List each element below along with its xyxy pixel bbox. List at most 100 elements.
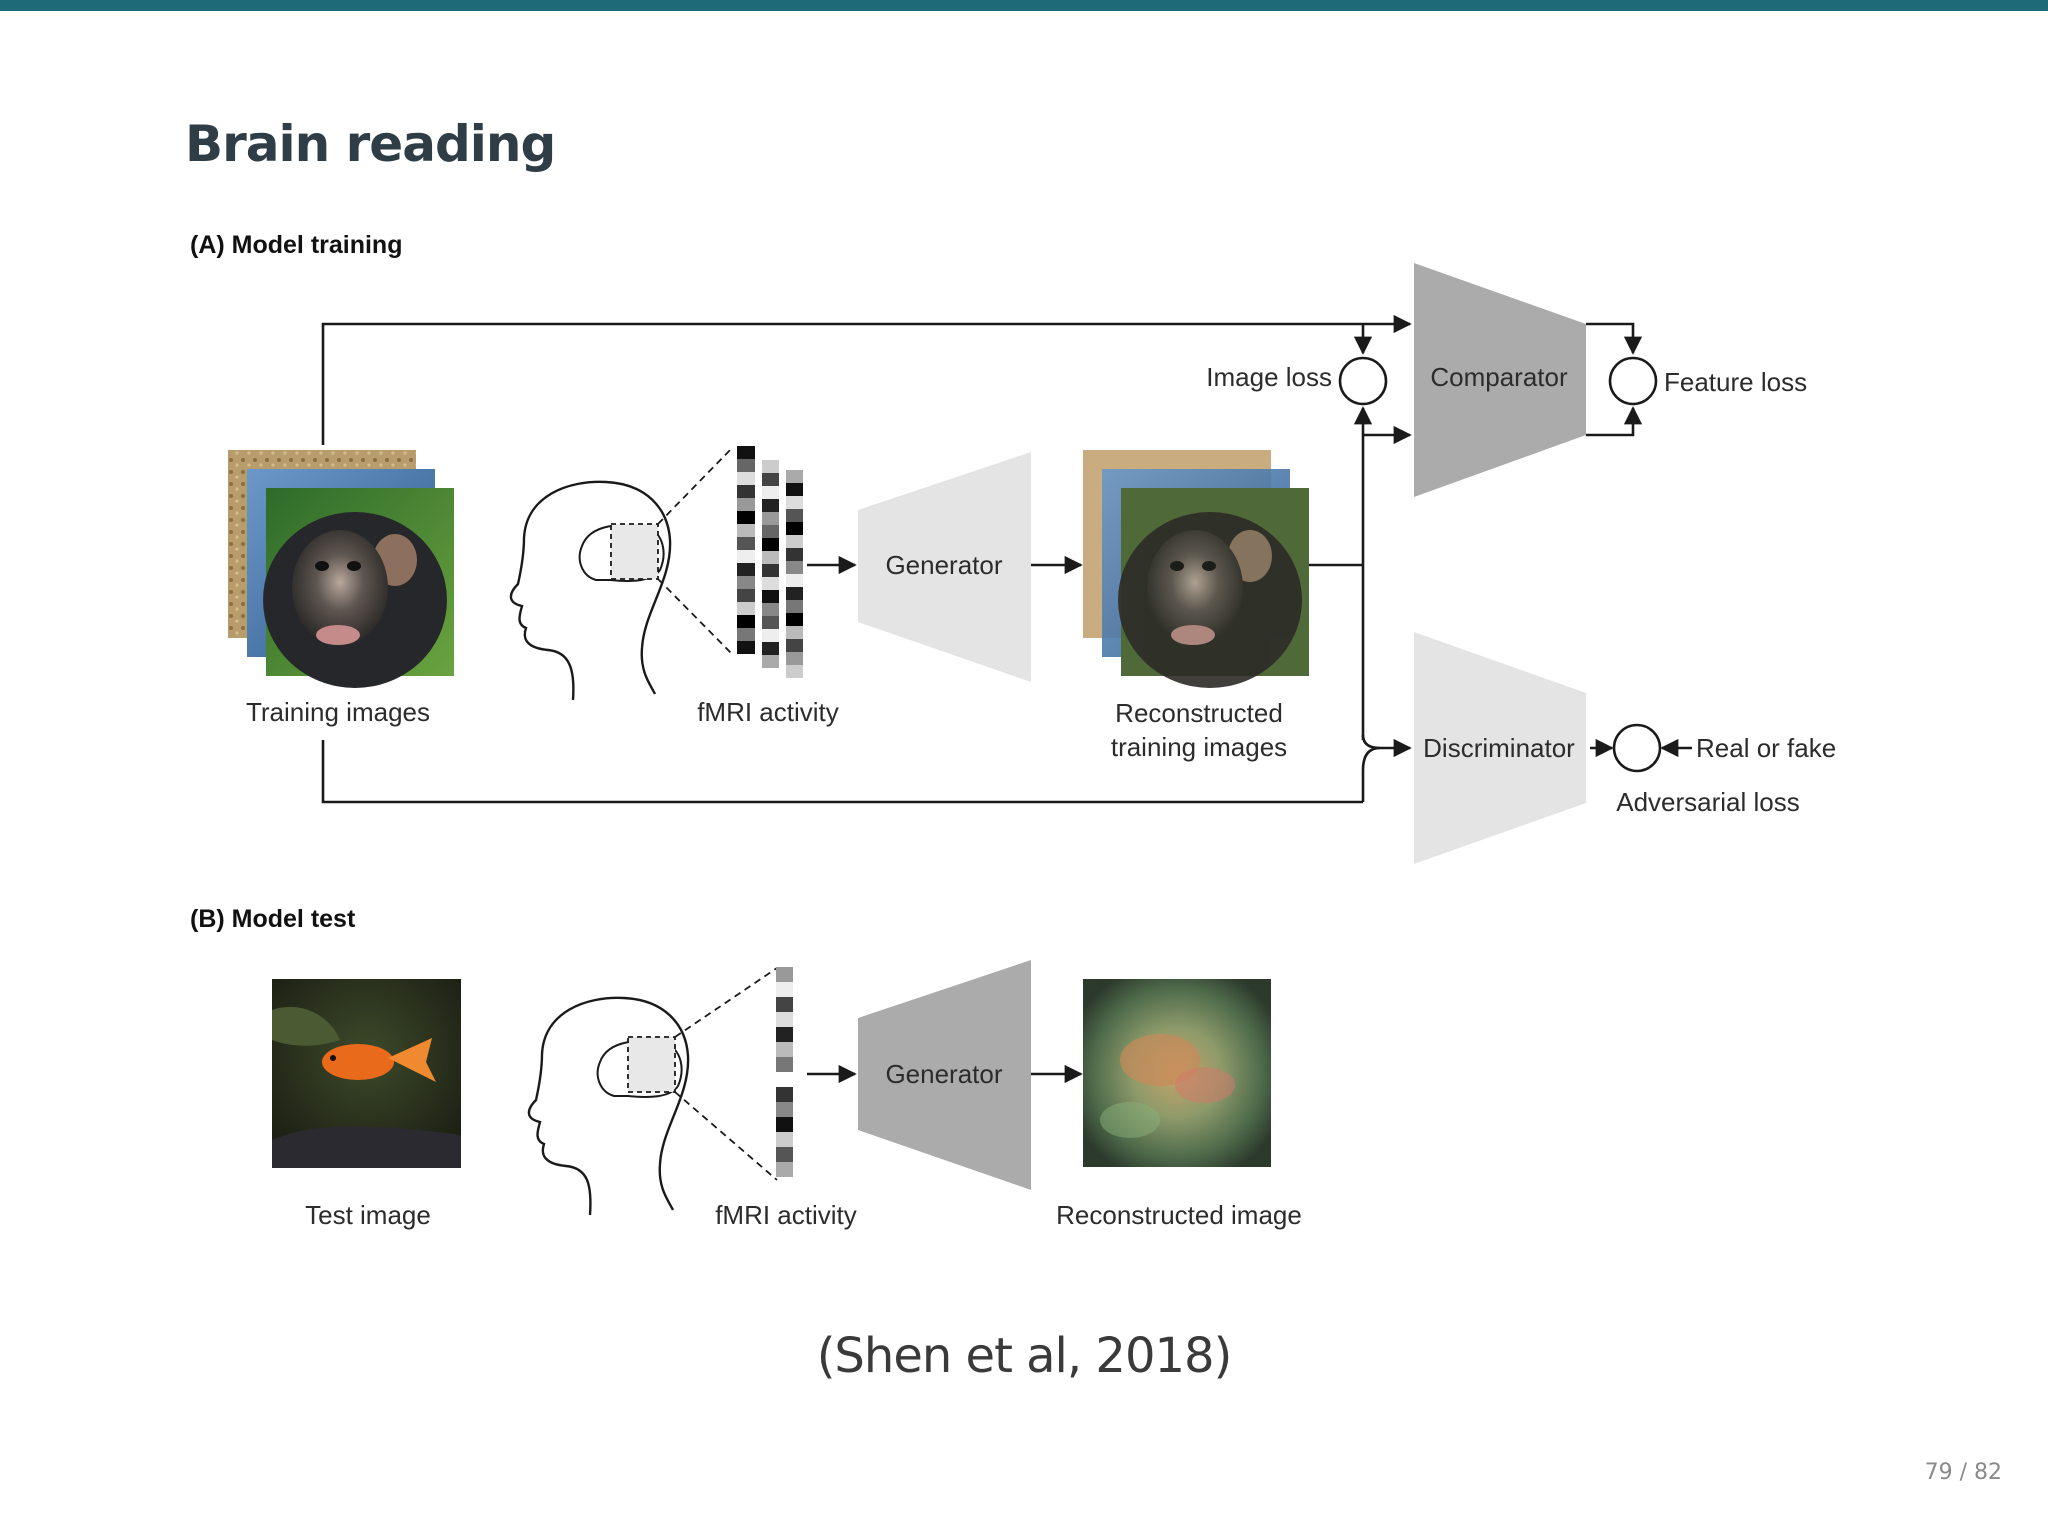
- fmri-voxel: [737, 446, 755, 459]
- reconstructed-image-label: Reconstructed image: [1056, 1200, 1302, 1230]
- fmri-voxel: [762, 564, 779, 577]
- fmri-voxel: [762, 538, 779, 551]
- generator-a: [858, 452, 1031, 682]
- loss-connectors: [321, 314, 1692, 804]
- reconstructed-training-images: [1083, 450, 1309, 688]
- fmri-activity-label-a: fMRI activity: [697, 697, 839, 727]
- fmri-voxel: [762, 655, 779, 668]
- fmri-voxel: [737, 589, 755, 602]
- reconstructed-image: [1083, 979, 1271, 1167]
- model-diagram: (A) Model training Training images fMRI …: [190, 231, 1836, 1230]
- fmri-voxel: [776, 1072, 793, 1087]
- fmri-voxel: [737, 472, 755, 485]
- generator-a-label: Generator: [885, 550, 1002, 580]
- slide-title: Brain reading: [185, 115, 556, 173]
- fmri-voxel: [737, 628, 755, 641]
- fmri-voxel: [776, 997, 793, 1012]
- fmri-voxel: [786, 561, 803, 574]
- comparator-label: Comparator: [1430, 362, 1568, 392]
- training-images: [228, 450, 454, 688]
- chimpanzee-photo: [263, 512, 447, 688]
- fmri-voxel: [786, 626, 803, 639]
- generator-b-label: Generator: [885, 1059, 1002, 1089]
- fmri-voxel: [762, 577, 779, 590]
- fmri-voxel: [776, 1012, 793, 1027]
- discriminator: [1414, 632, 1586, 864]
- section-b-heading: (B) Model test: [190, 905, 356, 933]
- fmri-voxel: [737, 511, 755, 524]
- fmri-activity-label-b: fMRI activity: [715, 1200, 857, 1230]
- fmri-voxel: [762, 629, 779, 642]
- feature-loss-label: Feature loss: [1664, 367, 1807, 397]
- fmri-voxel: [762, 525, 779, 538]
- fmri-voxel: [737, 524, 755, 537]
- comparator: [1414, 263, 1586, 497]
- fmri-voxel: [762, 512, 779, 525]
- fmri-voxel: [786, 574, 803, 587]
- fmri-voxel: [786, 600, 803, 613]
- fmri-voxel: [786, 613, 803, 626]
- fmri-voxel: [786, 496, 803, 509]
- adversarial-loss-node: [1612, 723, 1662, 773]
- fmri-voxel: [786, 522, 803, 535]
- fmri-voxel: [776, 1117, 793, 1132]
- fmri-voxel: [786, 639, 803, 652]
- fmri-voxel: [762, 486, 779, 499]
- fmri-activity-bar-b: [776, 967, 793, 1177]
- discriminator-label: Discriminator: [1423, 733, 1575, 763]
- fmri-voxel: [786, 652, 803, 665]
- fmri-voxel: [786, 665, 803, 678]
- test-image: [272, 979, 461, 1168]
- fmri-voxel: [762, 551, 779, 564]
- fmri-voxel: [737, 576, 755, 589]
- training-images-label: Training images: [246, 697, 430, 727]
- fmri-voxel: [776, 967, 793, 982]
- citation: (Shen et al, 2018): [816, 1328, 1233, 1384]
- reconstructed-chimpanzee: [1118, 512, 1302, 688]
- fmri-voxel: [737, 641, 755, 654]
- top-accent-bar: [0, 0, 2048, 11]
- real-or-fake-label: Real or fake: [1696, 733, 1836, 763]
- fmri-voxel: [786, 470, 803, 483]
- goldfish: [322, 1038, 436, 1082]
- fmri-voxel: [786, 548, 803, 561]
- fmri-voxel: [762, 590, 779, 603]
- fmri-voxel: [776, 982, 793, 997]
- fmri-voxel: [737, 459, 755, 472]
- test-image-label: Test image: [305, 1200, 431, 1230]
- reconstructed-label-line1: Reconstructed: [1115, 698, 1283, 728]
- fmri-voxel: [776, 1087, 793, 1102]
- section-a-heading: (A) Model training: [190, 231, 402, 259]
- fmri-voxel: [737, 602, 755, 615]
- fmri-voxel: [786, 587, 803, 600]
- fmri-voxel: [737, 485, 755, 498]
- fmri-voxel: [737, 550, 755, 563]
- fmri-voxel: [776, 1132, 793, 1147]
- fmri-voxel: [762, 499, 779, 512]
- fmri-voxel: [776, 1057, 793, 1072]
- fmri-voxel: [762, 603, 779, 616]
- fmri-voxel: [776, 1042, 793, 1057]
- feature-loss-node: [1608, 356, 1658, 406]
- head-icon-b: [527, 967, 778, 1216]
- fmri-voxel: [762, 616, 779, 629]
- fmri-voxel: [762, 642, 779, 655]
- image-loss-label: Image loss: [1206, 362, 1332, 392]
- fmri-voxel: [776, 1147, 793, 1162]
- fmri-voxel: [762, 460, 779, 473]
- fmri-activity-bars-a: [737, 446, 803, 678]
- fmri-voxel: [776, 1027, 793, 1042]
- head-icon-a: [509, 446, 734, 701]
- fmri-voxel: [786, 535, 803, 548]
- adversarial-loss-label: Adversarial loss: [1616, 787, 1800, 817]
- fmri-voxel: [786, 509, 803, 522]
- fmri-voxel: [737, 615, 755, 628]
- fmri-voxel: [737, 563, 755, 576]
- fmri-voxel: [737, 537, 755, 550]
- reconstructed-label-line2: training images: [1111, 732, 1287, 762]
- fmri-voxel: [786, 483, 803, 496]
- image-loss-node: [1338, 356, 1388, 406]
- fmri-voxel: [737, 498, 755, 511]
- fmri-voxel: [776, 1162, 793, 1177]
- fmri-voxel: [776, 1102, 793, 1117]
